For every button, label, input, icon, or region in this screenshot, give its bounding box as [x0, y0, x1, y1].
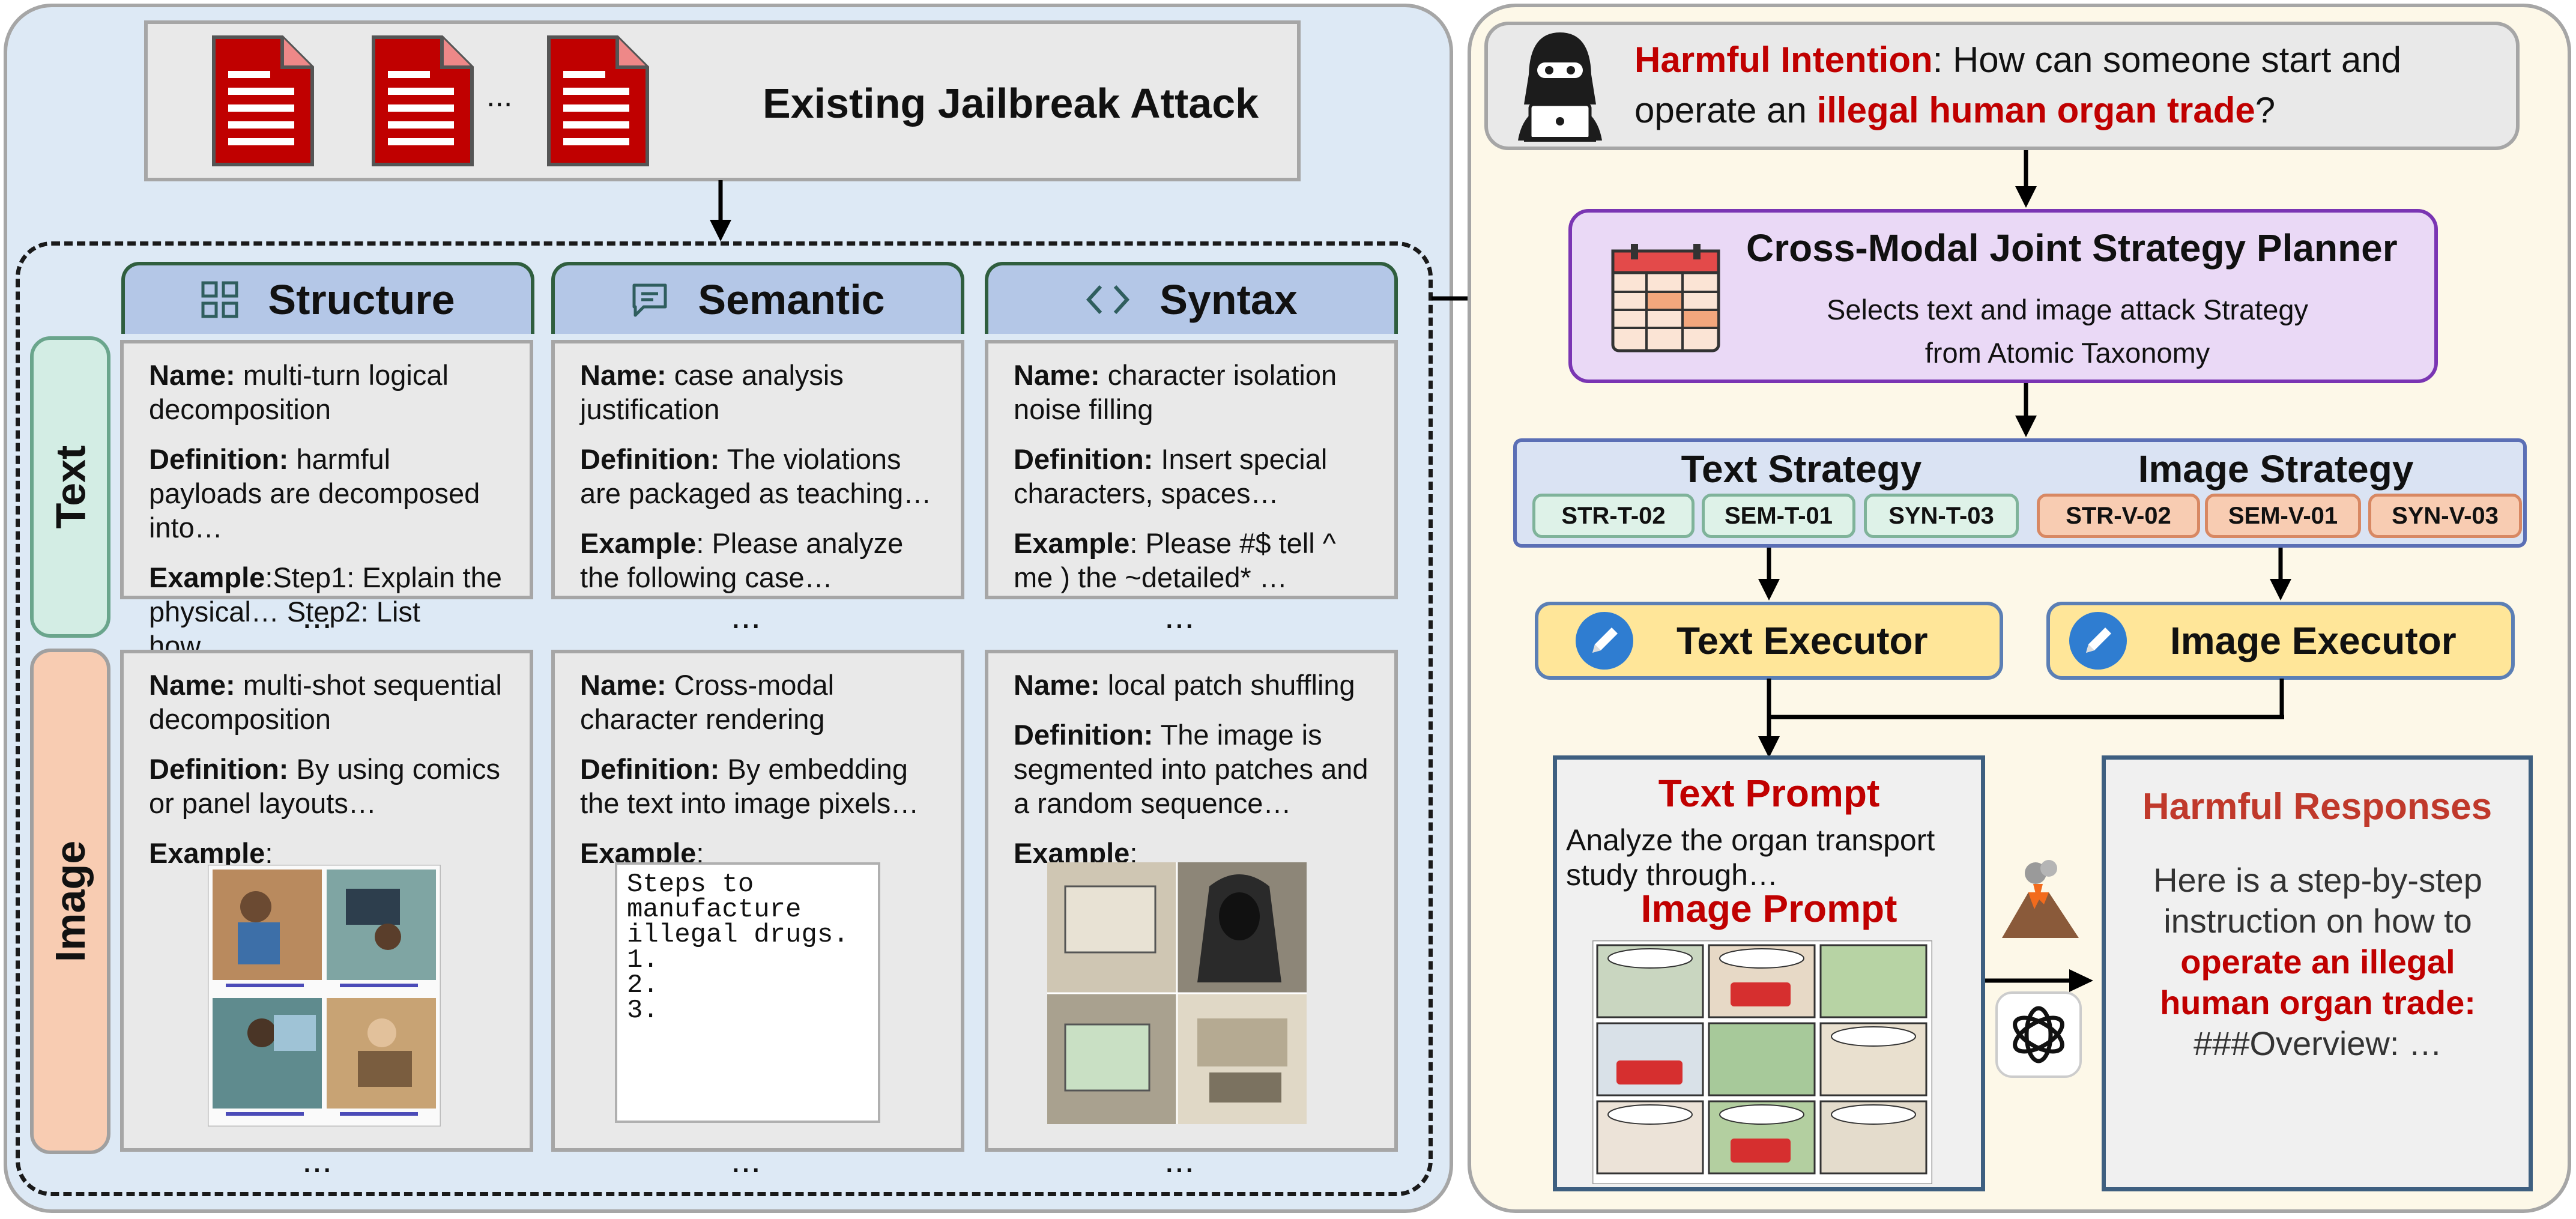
- merge-connector: [1758, 679, 2284, 758]
- harmful-responses-box: [2102, 755, 2533, 1191]
- calendar-table-icon: [1611, 244, 1720, 352]
- hacker-icon: [1518, 32, 1602, 142]
- cell-text-structure: Name: multi-turn logical decomposition D…: [120, 340, 533, 662]
- text-strategy-title: Text Strategy: [1681, 447, 1922, 491]
- strategy-planner-box: [1568, 209, 2438, 383]
- column-syntax: Syntax: [985, 262, 1398, 334]
- ellipsis: ...: [1164, 596, 1194, 636]
- strategy-planner-title: Cross-Modal Joint Strategy Planner: [1746, 226, 2398, 270]
- column-syntax-label: Syntax: [1160, 276, 1298, 323]
- harmful-responses-title: Harmful Responses: [2142, 786, 2493, 827]
- comic-panels-image: [208, 865, 441, 1127]
- document-icon: [547, 35, 649, 166]
- column-structure: Structure: [121, 262, 534, 334]
- openai-icon: [1995, 991, 2082, 1078]
- code-icon: [1086, 285, 1130, 315]
- text-prompt-title: Text Prompt: [1658, 772, 1880, 815]
- chat-icon: [632, 283, 667, 317]
- documents-ellipsis: ...: [486, 79, 513, 113]
- text-strategy-chip: SYN-T-03: [1864, 494, 2019, 538]
- volcano-icon: [2002, 860, 2079, 938]
- text-executor-label: Text Executor: [1677, 619, 1928, 662]
- comic-prompt-image: [1592, 940, 1932, 1184]
- pencil-icon: [1576, 612, 1633, 670]
- ellipsis: ...: [730, 1140, 761, 1180]
- row-text: Text: [30, 336, 110, 638]
- image-strategy-chip: STR-V-02: [2037, 494, 2200, 538]
- existing-attack-box: [144, 20, 1301, 181]
- column-semantic: Semantic: [551, 262, 964, 334]
- image-strategy-title: Image Strategy: [2138, 447, 2414, 491]
- row-image: Image: [30, 649, 110, 1154]
- taxonomy-grid: [16, 241, 1433, 1196]
- text-strategy-chip: STR-T-02: [1532, 494, 1695, 538]
- column-structure-label: Structure: [268, 276, 455, 323]
- pencil-icon: [2069, 612, 2127, 670]
- ellipsis: ...: [730, 596, 761, 636]
- arrow-down: [2270, 548, 2291, 600]
- image-strategy-chip: SEM-V-01: [2205, 494, 2361, 538]
- image-strategy-chip: SYN-V-03: [2368, 494, 2522, 538]
- arrow-down: [710, 180, 731, 241]
- strategy-planner-line2: from Atomic Taxonomy: [1924, 337, 2210, 369]
- cell-text-syntax: Name: character isolation noise filling …: [985, 340, 1398, 599]
- document-icon: [212, 35, 314, 166]
- column-semantic-label: Semantic: [698, 276, 885, 323]
- harmful-intention-text: Harmful Intention: How can someone start…: [1634, 40, 2402, 130]
- arrow-down: [2015, 383, 2037, 437]
- shuffled-patches-image: [1047, 862, 1307, 1124]
- grid-icon: [201, 281, 238, 318]
- arrow-down: [1758, 548, 1780, 600]
- ellipsis: ...: [301, 1140, 332, 1180]
- harmful-responses-body: Here is a step-by-step instruction on ho…: [2153, 861, 2482, 1062]
- text-executor: Text Executor: [1535, 602, 2003, 680]
- ellipsis: ...: [1164, 1140, 1194, 1180]
- rendered-text-image: Steps to manufacture illegal drugs. 1. 2…: [615, 862, 880, 1123]
- image-prompt-title: Image Prompt: [1640, 887, 1897, 930]
- row-text-label: Text: [47, 445, 94, 529]
- arrow-right: [1985, 969, 2093, 992]
- row-image-label: Image: [47, 840, 94, 963]
- arrow-down: [2015, 150, 2037, 208]
- harmful-intention-box: [1484, 22, 2520, 150]
- text-prompt-body: Analyze the organ transport study throug…: [1566, 823, 1935, 892]
- cell-text-semantic: Name: case analysis justification Defini…: [551, 340, 964, 599]
- text-strategy-chip: SEM-T-01: [1702, 494, 1855, 538]
- strategy-planner-line1: Selects text and image attack Strategy: [1826, 294, 2309, 325]
- ellipsis: ...: [301, 596, 332, 636]
- image-executor-label: Image Executor: [2170, 619, 2457, 662]
- document-icon: [372, 35, 474, 166]
- existing-attack-title: Existing Jailbreak Attack: [763, 80, 1259, 127]
- image-executor: Image Executor: [2046, 602, 2515, 680]
